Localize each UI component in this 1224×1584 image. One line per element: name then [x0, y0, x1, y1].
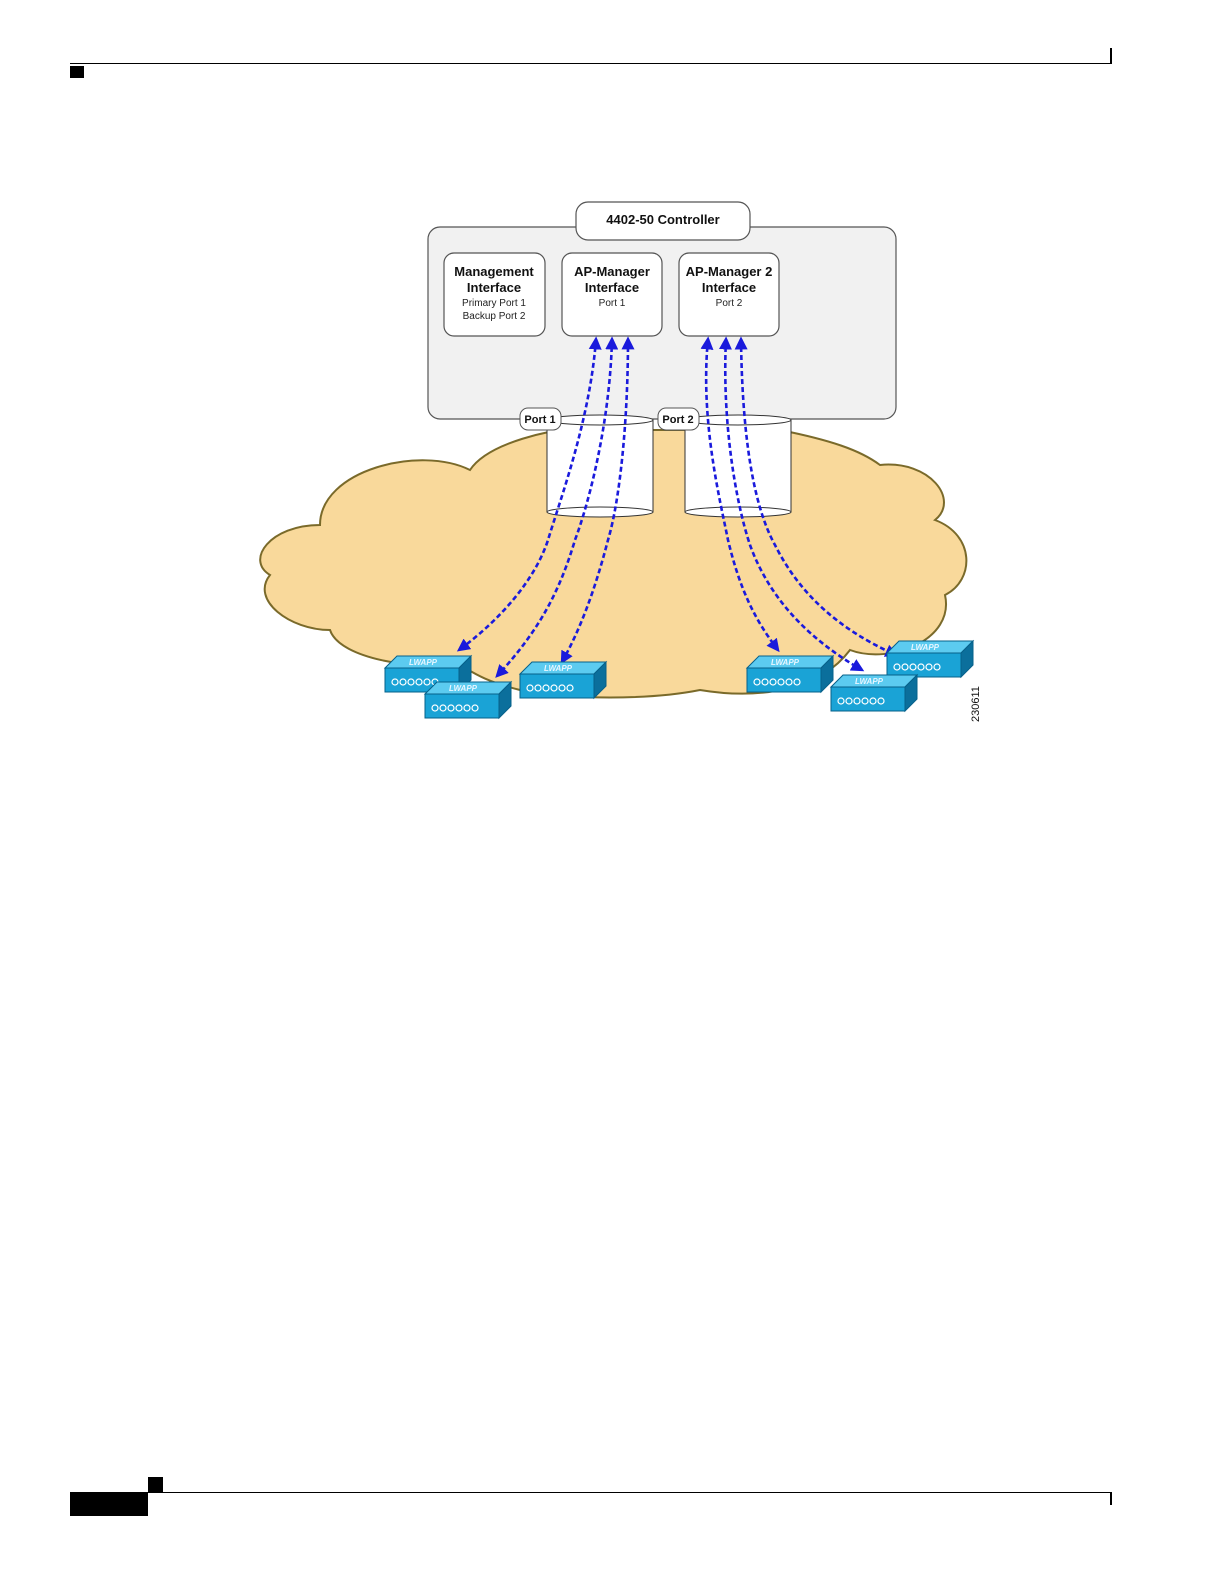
port-1-label-box: Port 1 — [520, 408, 561, 430]
ap-manager-2-interface-name-line2: Interface — [702, 280, 756, 295]
management-interface-detail-line1: Primary Port 1 — [462, 298, 526, 309]
ap-manager-interface-name-line1: AP-Manager — [574, 264, 650, 279]
access-point-icon — [747, 656, 833, 692]
ap-manager-2-interface-name-line1: AP-Manager 2 — [686, 264, 773, 279]
access-point-icon — [425, 682, 511, 718]
ap-manager-2-interface-box: AP-Manager 2 Interface Port 2 — [679, 253, 779, 336]
management-interface-name-line1: Management — [454, 264, 534, 279]
access-point-icon — [831, 675, 917, 711]
access-point-icon — [887, 641, 973, 677]
figure-id: 230611 — [970, 686, 982, 722]
access-point-icon — [520, 662, 606, 698]
ap-manager-interface-name-line2: Interface — [585, 280, 639, 295]
page-footer-square — [148, 1477, 163, 1492]
port-2-label: Port 2 — [662, 414, 693, 426]
management-interface-name-line2: Interface — [467, 280, 521, 295]
ap-manager-interface-detail-line1: Port 1 — [599, 298, 626, 309]
port-2-label-box: Port 2 — [658, 408, 699, 430]
port-1-cylinder — [547, 415, 653, 517]
ap-manager-interface-box: AP-Manager Interface Port 1 — [562, 253, 662, 336]
management-interface-detail-line2: Backup Port 2 — [463, 311, 526, 322]
ap-manager-2-interface-detail-line1: Port 2 — [716, 298, 743, 309]
page-rule-bottom — [148, 1492, 1112, 1493]
page-tick-bottom — [1110, 1493, 1112, 1505]
management-interface-box: Management Interface Primary Port 1 Back… — [444, 253, 545, 336]
page-footer-block — [70, 1492, 148, 1516]
port-1-label: Port 1 — [524, 414, 555, 426]
controller-title: 4402-50 Controller — [606, 212, 719, 227]
